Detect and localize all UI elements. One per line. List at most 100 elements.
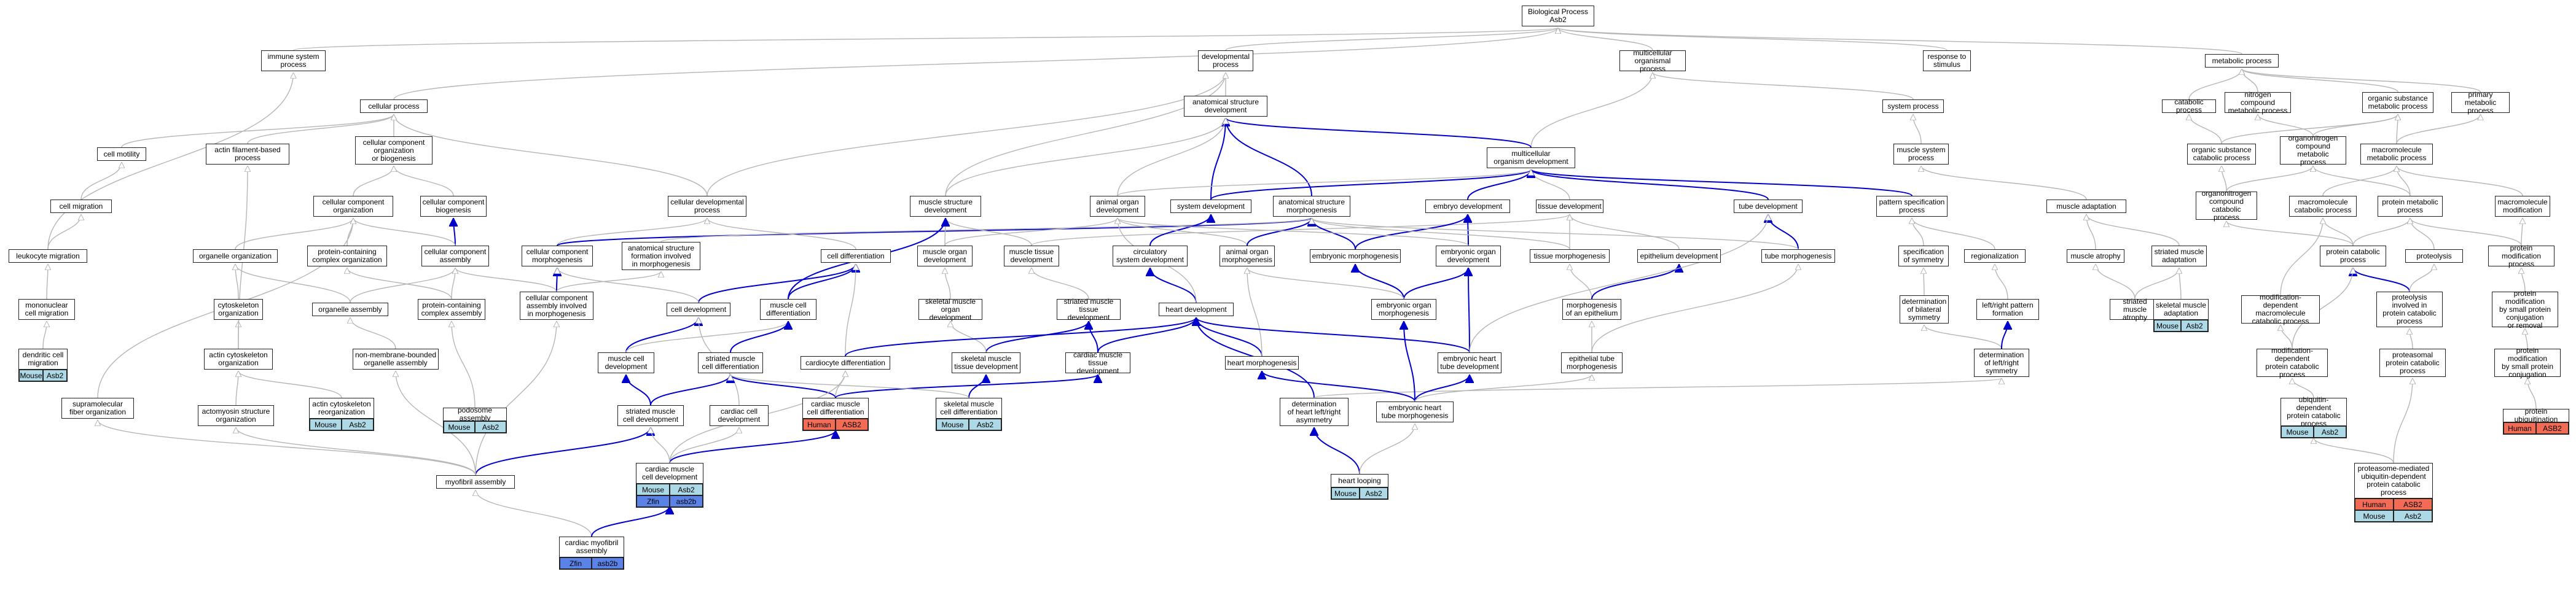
go-term-protubiq[interactable]: protein ubiquitination xyxy=(2503,408,2569,424)
go-term-heartdev[interactable]: heart development xyxy=(1159,303,1234,316)
go-term-macromet[interactable]: macromolecule metabolic process xyxy=(2360,144,2433,165)
go-term-myofibril[interactable]: myofibril assembly xyxy=(436,475,515,489)
go-term-emborgmorph[interactable]: embryonic organ morphogenesis xyxy=(1371,299,1436,320)
go-term-protmod[interactable]: protein modification process xyxy=(2488,244,2554,268)
go-term-strdev[interactable]: striated muscle cell development xyxy=(617,405,684,426)
go-term-strtissdev[interactable]: striated muscle tissue development xyxy=(1057,297,1121,321)
go-term-orgnitrocat[interactable]: organonitrogen compound catabolic proces… xyxy=(2196,190,2257,222)
go-term-emborgdev[interactable]: embryonic organ development xyxy=(1436,246,1501,266)
go-term-orgsubcat[interactable]: organic substance catabolic process xyxy=(2187,144,2256,165)
go-term-actcyto[interactable]: actin cytoskeleton organization xyxy=(204,349,273,370)
go-term-proteolinv[interactable]: proteolysis involved in protein cataboli… xyxy=(2376,292,2443,327)
go-term-metab[interactable]: metabolic process xyxy=(2205,54,2279,68)
go-term-mcod[interactable]: multicellular organism development xyxy=(1487,147,1575,168)
go-term-lrform[interactable]: left/right pattern formation xyxy=(1976,299,2039,320)
go-term-ccbio[interactable]: cellular component biogenesis xyxy=(420,196,487,217)
go-term-muscdiff[interactable]: muscle cell differentiation xyxy=(760,299,816,320)
go-term-tissdev[interactable]: tissue development xyxy=(1536,200,1603,213)
go-term-multorg[interactable]: multicellular organismal process xyxy=(1619,48,1686,72)
go-term-moddep[interactable]: modification-dependent macromolecule cat… xyxy=(2241,293,2320,325)
go-term-ccmorph[interactable]: cellular component morphogenesis xyxy=(522,246,593,266)
go-term-protmodsmall[interactable]: protein modification by small protein co… xyxy=(2492,289,2558,329)
go-term-pccass[interactable]: protein-containing complex assembly xyxy=(418,299,485,320)
go-term-cardcelldev[interactable]: cardiac cell development xyxy=(710,405,769,426)
go-term-animorgdev[interactable]: animal organ development xyxy=(1090,196,1145,217)
go-term-patspec[interactable]: pattern specification process xyxy=(1876,196,1948,217)
go-term-sysdev[interactable]: system development xyxy=(1170,200,1251,213)
go-term-proteasome[interactable]: proteasome-mediated ubiquitin-dependent … xyxy=(2354,463,2433,498)
go-term-cardiocyte[interactable]: cardiocyte differentiation xyxy=(801,356,890,370)
go-term-embdev[interactable]: embryo development xyxy=(1425,200,1510,213)
go-term-tissmorph[interactable]: tissue morphogenesis xyxy=(1530,249,1610,263)
go-term-protmodsmallconj[interactable]: protein modification by small protein co… xyxy=(2494,347,2561,379)
go-term-podosome[interactable]: podosome assembly xyxy=(443,406,507,422)
go-term-detheart[interactable]: determination of heart left/right asymme… xyxy=(1280,398,1349,426)
go-term-asm[interactable]: anatomical structure morphogenesis xyxy=(1273,196,1350,217)
go-term-musdev[interactable]: muscle cell development xyxy=(598,352,654,373)
go-term-tubedev[interactable]: tube development xyxy=(1734,200,1803,213)
go-term-skelorg[interactable]: skeletal muscle organ development xyxy=(918,297,982,321)
go-term-musstruct[interactable]: muscle structure development xyxy=(910,196,981,217)
go-term-immune[interactable]: immune system process xyxy=(261,50,326,71)
go-term-migr[interactable]: cell migration xyxy=(50,200,112,213)
go-term-musatro[interactable]: muscle atrophy xyxy=(2067,249,2124,263)
go-term-detlr[interactable]: determination of left/right symmetry xyxy=(1974,349,2029,377)
go-term-nonmemb[interactable]: non-membrane-bounded organelle assembly xyxy=(353,349,439,370)
go-term-embheart[interactable]: embryonic heart tube development xyxy=(1438,352,1501,373)
go-term-actfil[interactable]: actin filament-based process xyxy=(206,144,289,165)
go-term-macromod[interactable]: macromolecule modification xyxy=(2495,196,2550,217)
go-term-strdiff[interactable]: striated muscle cell differentiation xyxy=(698,352,763,373)
go-term-asd[interactable]: anatomical structure development xyxy=(1184,96,1267,117)
go-term-cardmuscelldev[interactable]: cardiac muscle cell development xyxy=(636,463,703,484)
go-term-skelcelldiff[interactable]: skeletal muscle cell differentiation xyxy=(936,398,1002,419)
go-term-epitube[interactable]: epithelial tube morphogenesis xyxy=(1561,352,1623,373)
go-term-macrocat[interactable]: macromolecule catabolic process xyxy=(2289,196,2357,217)
go-term-cardtiss[interactable]: cardiac muscle tissue development xyxy=(1065,351,1130,374)
go-term-motil[interactable]: cell motility xyxy=(97,147,146,161)
go-term-mono[interactable]: mononuclear cell migration xyxy=(18,299,75,320)
go-term-celldev[interactable]: cell development xyxy=(667,303,730,316)
go-term-primary[interactable]: primary metabolic process xyxy=(2451,90,2510,114)
go-term-proteol[interactable]: proteolysis xyxy=(2405,249,2463,263)
go-term-bp[interactable]: Biological Process Asb2 xyxy=(1522,6,1594,26)
go-term-cellproc[interactable]: cellular process xyxy=(360,99,428,113)
go-term-circ[interactable]: circulatory system development xyxy=(1113,246,1188,266)
go-term-heartloop[interactable]: heart looping xyxy=(1331,474,1388,487)
go-term-resp[interactable]: response to stimulus xyxy=(1923,50,1971,71)
go-term-skeltissdev[interactable]: skeletal muscle tissue development xyxy=(952,352,1020,373)
go-term-asfim[interactable]: anatomical structure formation involved … xyxy=(622,242,700,270)
go-term-tubemorph[interactable]: tube morphogenesis xyxy=(1761,249,1835,263)
go-term-proteasomal[interactable]: proteasomal protein catabolic process xyxy=(2379,349,2446,377)
go-term-orgnitro[interactable]: organonitrogen compound metabolic proces… xyxy=(2280,134,2346,166)
go-term-supra[interactable]: supramolecular fiber organization xyxy=(61,398,134,419)
go-term-ccorg[interactable]: cellular component organization xyxy=(313,196,393,217)
go-term-skeladapt[interactable]: skeletal muscle adaptation xyxy=(2153,299,2209,320)
go-term-actcytoreorg[interactable]: actin cytoskeleton reorganization xyxy=(309,398,374,419)
go-term-heartmorph[interactable]: heart morphogenesis xyxy=(1225,356,1299,370)
go-term-protcat[interactable]: protein catabolic process xyxy=(2320,246,2386,266)
go-term-ccaim[interactable]: cellular component assembly involved in … xyxy=(520,292,593,320)
go-term-mustissdev[interactable]: muscle tissue development xyxy=(1004,246,1059,266)
go-term-orgsub[interactable]: organic substance metabolic process xyxy=(2362,92,2433,113)
go-term-embheartmorph[interactable]: embryonic heart tube morphogenesis xyxy=(1376,401,1454,422)
go-term-ubiq[interactable]: ubiquitin-dependent protein catabolic pr… xyxy=(2280,396,2347,428)
go-term-cytoorg[interactable]: cytoskeleton organization xyxy=(214,299,263,320)
go-term-orgass[interactable]: organelle assembly xyxy=(312,303,388,316)
go-term-regional[interactable]: regionalization xyxy=(1964,249,2026,263)
go-term-morphepi[interactable]: morphogenesis of an epithelium xyxy=(1562,299,1621,320)
go-term-nitro[interactable]: nitrogen compound metabolic process xyxy=(2225,90,2291,114)
go-term-moddepprot[interactable]: modification-dependent protein catabolic… xyxy=(2257,347,2328,379)
go-term-sysproc[interactable]: system process xyxy=(1882,99,1944,113)
go-term-actomyo[interactable]: actomyosin structure organization xyxy=(198,405,274,426)
go-term-pccorg[interactable]: protein-containing complex organization xyxy=(307,246,387,266)
go-term-celldevp[interactable]: cellular developmental process xyxy=(668,196,746,217)
go-term-leuk[interactable]: leukocyte migration xyxy=(9,249,87,263)
go-term-cardmyo[interactable]: cardiac myofibril assembly xyxy=(559,537,624,557)
go-term-strmusadapt[interactable]: striated muscle adaptation xyxy=(2151,246,2207,266)
go-term-embmorph[interactable]: embryonic morphogenesis xyxy=(1310,249,1401,263)
go-term-ccass[interactable]: cellular component assembly xyxy=(421,246,489,266)
go-term-mussys[interactable]: muscle system process xyxy=(1893,144,1949,165)
go-term-epidev[interactable]: epithelium development xyxy=(1637,249,1721,263)
go-term-ccob[interactable]: cellular component organization or bioge… xyxy=(355,136,433,165)
go-term-cardmusdiff[interactable]: cardiac muscle cell differentiation xyxy=(802,398,869,419)
